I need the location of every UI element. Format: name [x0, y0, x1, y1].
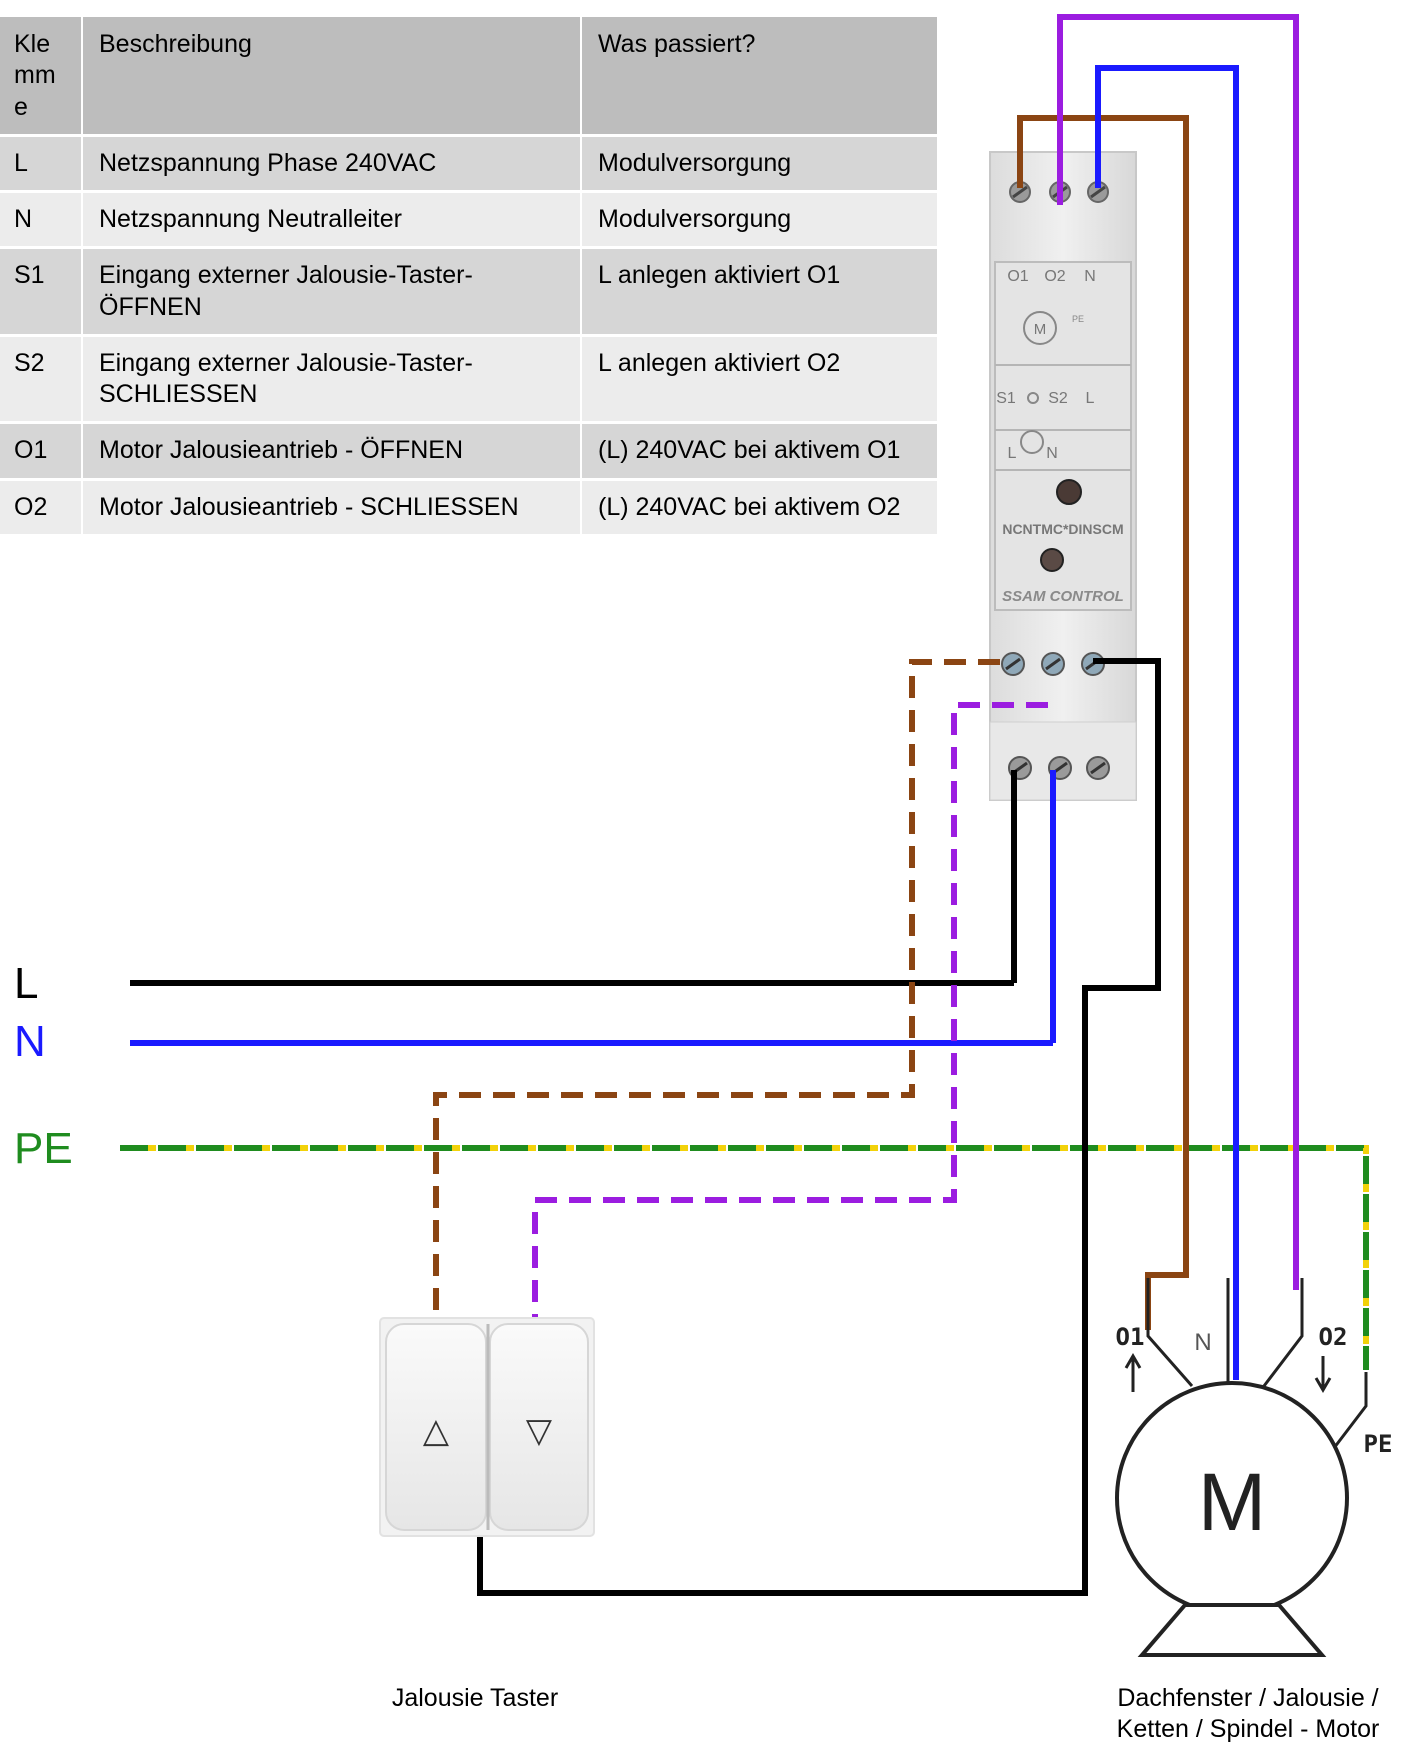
motor-base [1137, 1603, 1327, 1657]
motor-symbol: M [1198, 1457, 1266, 1548]
table-header-cell: Was passiert? [580, 17, 937, 137]
label-l: L [14, 959, 39, 1008]
s2-switch-wire [532, 702, 1048, 1318]
module-brand-text: SSAM CONTROL [1002, 588, 1124, 605]
module-label-o1: O1 [1007, 268, 1028, 285]
motor-terminal-n: N [1194, 1329, 1211, 1356]
table-cell-was-passiert: L anlegen aktiviert O2 [580, 335, 937, 425]
screw-terminal-s2 [1041, 652, 1065, 676]
module-switch-symbol [1027, 392, 1039, 404]
motor-terminal-o2: O2 [1319, 1323, 1348, 1351]
table-header-cell: Beschreibung [81, 17, 581, 137]
table-cell-klemme: L [0, 135, 82, 194]
label-n: N [14, 1017, 46, 1066]
module-led [1056, 479, 1082, 505]
module-label-l-supply: L [1008, 445, 1017, 462]
s1-switch-wire [433, 659, 1000, 1318]
table-cell-was-passiert: Modulversorgung [580, 191, 937, 250]
screw-terminal-spare [1086, 756, 1110, 780]
pe-supply-line-green [120, 1145, 1369, 1370]
table-cell-was-passiert: (L) 240VAC bei aktivem O2 [580, 479, 937, 537]
module-label-l-switch: L [1086, 390, 1095, 407]
n-motor-wire [1095, 65, 1239, 1380]
table-cell-beschreibung: Netzspannung Neutralleiter [81, 191, 581, 250]
arrow-up-icon [1124, 1353, 1142, 1392]
table-cell-klemme: N [0, 191, 82, 250]
motor: M O1 N O2 PE [1115, 1278, 1393, 1657]
module-ac-symbol [1020, 430, 1044, 454]
table-cell-was-passiert: (L) 240VAC bei aktivem O1 [580, 422, 937, 481]
table-cell-beschreibung: Motor Jalousieantrieb - SCHLIESSEN [81, 479, 581, 537]
module-pe-mark: PE [1072, 314, 1084, 324]
din-module: O1 O2 N M PE S1 S2 L L N NCNTMC*DINSCM S… [989, 151, 1137, 801]
pe-supply-line-yellow [120, 1145, 1369, 1370]
module-label-o2: O2 [1044, 268, 1065, 285]
arrow-down-icon [1314, 1356, 1332, 1393]
table-cell-was-passiert: Modulversorgung [580, 135, 937, 194]
module-button [1040, 548, 1064, 572]
switch-up-icon: △ [423, 1411, 450, 1451]
table-cell-beschreibung: Eingang externer Jalousie-Taster-ÖFFNEN [81, 247, 581, 337]
module-motor-letter: M [1034, 321, 1047, 338]
table-cell-beschreibung: Motor Jalousieantrieb - ÖFFNEN [81, 422, 581, 481]
l-switch-wire [477, 658, 1161, 1596]
table-cell-klemme: O2 [0, 479, 82, 537]
module-motor-symbol [1023, 311, 1057, 345]
table-cell-beschreibung: Netzspannung Phase 240VAC [81, 135, 581, 194]
motor-caption: Dachfenster / Jalousie / Ketten / Spinde… [1116, 1684, 1380, 1744]
table-cell-klemme: S1 [0, 247, 82, 337]
label-pe: PE [14, 1124, 73, 1173]
switch-caption: Jalousie Taster [391, 1684, 559, 1712]
switch-down-button[interactable] [489, 1323, 589, 1531]
screw-terminal-s1 [1001, 652, 1025, 676]
motor-terminal-pe: PE [1364, 1430, 1393, 1458]
module-model-text: NCNTMC*DINSCM [1002, 521, 1123, 537]
table-cell-klemme: O1 [0, 422, 82, 481]
motor-terminal-o1: O1 [1116, 1323, 1145, 1351]
motor-terminal-housing [1146, 1278, 1368, 1449]
switch-up-button[interactable] [385, 1323, 487, 1531]
blind-switch: △ ▽ [379, 1317, 595, 1537]
table-cell-beschreibung: Eingang externer Jalousie-Taster-SCHLIES… [81, 335, 581, 425]
o2-motor-wire [1057, 14, 1299, 1290]
table-cell-klemme: S2 [0, 335, 82, 425]
module-label-n-supply: N [1046, 445, 1058, 462]
module-label-s1: S1 [996, 390, 1016, 407]
switch-down-icon: ▽ [526, 1411, 553, 1451]
module-label-s2: S2 [1048, 390, 1068, 407]
module-label-n: N [1084, 268, 1096, 285]
table-cell-was-passiert: L anlegen aktiviert O1 [580, 247, 937, 337]
module-front-panel [994, 261, 1132, 611]
